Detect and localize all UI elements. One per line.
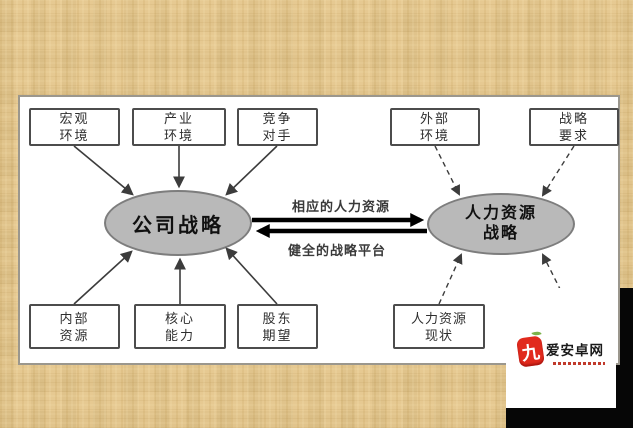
black-corner-right xyxy=(616,288,633,428)
box-macro-environment-line2: 环境 xyxy=(59,128,90,143)
box-shareholder-expectations: 股东 期望 xyxy=(237,304,318,349)
black-corner-bottom xyxy=(506,408,633,428)
box-internal-resources-line2: 资源 xyxy=(59,327,90,343)
box-macro-environment: 宏观 环境 xyxy=(29,108,120,146)
box-competitors: 竞争 对手 xyxy=(237,108,318,146)
box-internal-resources: 内部 资源 xyxy=(29,304,120,349)
box-strategy-requirements-line1: 战略 xyxy=(558,111,589,126)
watermark-card: 九 爱安卓网 xyxy=(506,288,616,408)
box-external-environment-line2: 环境 xyxy=(419,128,450,143)
watermark-site-name: 爱安卓网 xyxy=(546,343,604,358)
box-core-competence: 核心 能力 xyxy=(134,304,226,349)
hr-strategy-label-line2: 战略 xyxy=(482,225,519,242)
box-shareholder-expectations-line1: 股东 xyxy=(262,310,293,326)
box-external-environment-line1: 外部 xyxy=(419,111,450,126)
exchange-arrow-bottom-label: 健全的战略平台 xyxy=(287,243,386,258)
watermark-tagline xyxy=(553,362,605,365)
box-core-competence-line2: 能力 xyxy=(164,327,195,343)
box-hr-current-status-line1: 人力资源 xyxy=(410,310,467,326)
box-competitors-line1: 竞争 xyxy=(262,111,293,126)
company-strategy-ellipse: 公司战略 xyxy=(104,190,252,256)
box-industry-environment-line2: 环境 xyxy=(163,128,194,143)
watermark-badge-glyph: 九 xyxy=(520,341,541,364)
box-shareholder-expectations-line2: 期望 xyxy=(262,327,293,343)
box-strategy-requirements: 战略 要求 xyxy=(529,108,619,146)
company-strategy-label: 公司战略 xyxy=(132,214,224,237)
exchange-arrow-top-label: 相应的人力资源 xyxy=(291,199,390,214)
box-internal-resources-line1: 内部 xyxy=(59,310,90,326)
box-external-environment: 外部 环境 xyxy=(390,108,480,146)
hr-strategy-label-line1: 人力资源 xyxy=(464,205,537,222)
box-core-competence-line1: 核心 xyxy=(164,310,195,326)
box-competitors-line2: 对手 xyxy=(262,128,293,143)
box-industry-environment-line1: 产业 xyxy=(163,111,194,126)
hr-strategy-ellipse: 人力资源 战略 xyxy=(427,193,575,255)
box-macro-environment-line1: 宏观 xyxy=(59,111,90,126)
box-industry-environment: 产业 环境 xyxy=(132,108,226,146)
box-strategy-requirements-line2: 要求 xyxy=(558,128,589,143)
watermark-badge-icon: 九 xyxy=(516,335,545,368)
box-hr-current-status-line2: 现状 xyxy=(424,327,453,343)
box-hr-current-status: 人力资源 现状 xyxy=(393,304,485,349)
